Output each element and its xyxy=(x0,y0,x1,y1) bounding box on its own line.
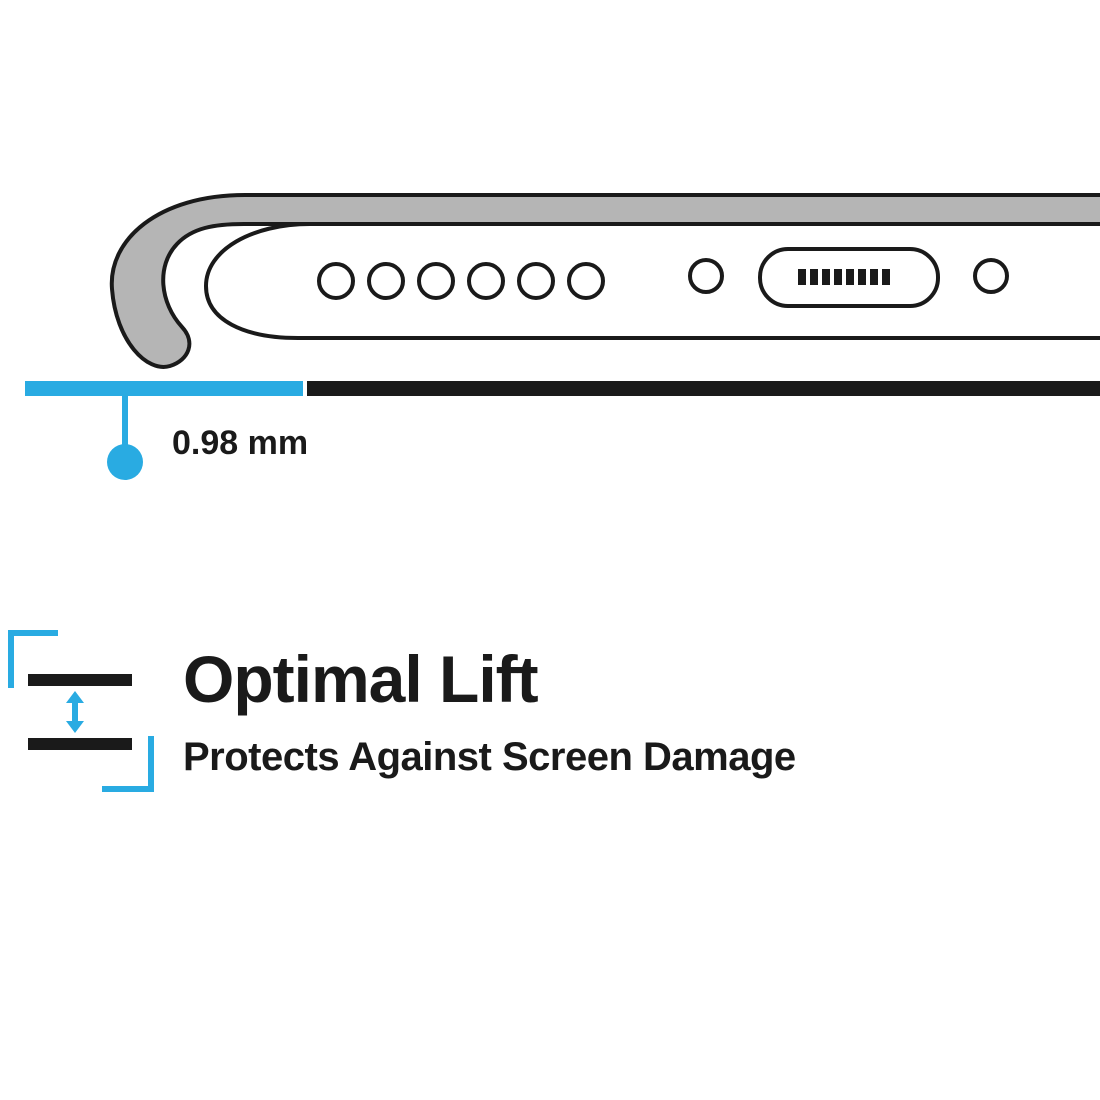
phone-case-illustration xyxy=(109,193,1100,369)
lift-measurement: 0.98 mm xyxy=(107,396,308,480)
case-shell xyxy=(109,193,1100,369)
measurement-pointer-dot xyxy=(107,444,143,480)
lift-gap-icon xyxy=(8,630,154,792)
charging-port-pins xyxy=(798,269,890,285)
mic-hole-left xyxy=(688,258,724,294)
bracket-top-left xyxy=(8,630,58,688)
speaker-hole xyxy=(317,262,355,300)
gap-bar-top xyxy=(28,674,132,686)
mic-hole-right xyxy=(973,258,1009,294)
surface-accent-segment xyxy=(25,381,303,396)
speaker-hole xyxy=(417,262,455,300)
speaker-hole xyxy=(467,262,505,300)
surface-line xyxy=(25,381,1100,396)
speaker-hole xyxy=(517,262,555,300)
feature-title: Optimal Lift xyxy=(183,642,539,716)
double-arrow-icon xyxy=(66,691,84,733)
bracket-bottom-right xyxy=(102,736,154,792)
surface-dark-segment xyxy=(307,381,1100,396)
speaker-hole xyxy=(567,262,605,300)
gap-bar-bottom xyxy=(28,738,132,750)
feature-subtitle: Protects Against Screen Damage xyxy=(183,735,796,779)
measurement-pointer-line xyxy=(122,396,128,448)
charging-port xyxy=(758,247,940,308)
speaker-holes xyxy=(317,262,605,300)
speaker-hole xyxy=(367,262,405,300)
measurement-label: 0.98 mm xyxy=(172,424,308,462)
